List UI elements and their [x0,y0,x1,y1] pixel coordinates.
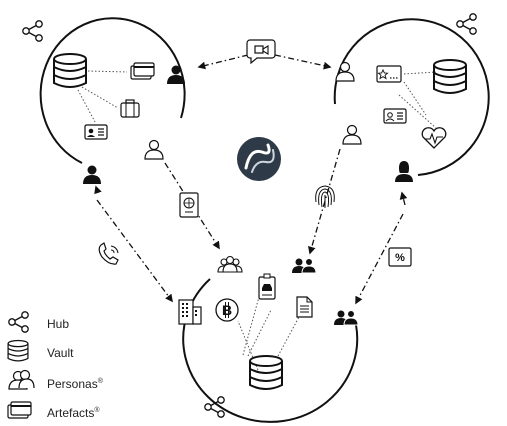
luggage-icon [120,99,140,118]
heart-rate-icon [421,127,447,149]
fingerprint-icon [315,185,335,208]
persona-icon-top-left-b [83,165,101,184]
personas-group-icon-a [291,258,317,274]
telephone-icon [98,242,119,265]
persona-female-icon [395,161,413,182]
vault-icon-top-right [433,59,467,94]
legend-vault-text: Vault [47,346,74,360]
legend-artefacts-text: Artefacts [47,406,95,420]
legend-artefacts-icon [7,401,32,419]
star-card-icon [376,65,402,83]
personas-group-icon-b [333,310,359,326]
hub-icon-top-left [22,20,43,42]
document-icon [296,296,313,318]
percent-card-icon: % [388,247,412,267]
vault-icon-bottom [249,355,283,390]
legend-hub-text: Hub [47,317,70,331]
legend-personas-text: Personas [47,377,98,391]
legend-personas-mark: ® [97,378,103,385]
legend-artefacts-mark: ® [94,407,100,414]
office-building-icon [178,299,202,325]
bitcoin-icon: B [215,298,239,322]
taxi-badge-icon [258,273,276,300]
bottom-ring [182,278,359,423]
top-right-ring [333,18,490,176]
legend-vault-label: Vault [47,346,73,360]
legend-personas-icon [8,369,35,390]
legend-hub-label: Hub [47,317,69,331]
persona-outline-icon-top-left [144,139,164,160]
id-card-icon-top-right [383,108,407,124]
legend-hub-icon [8,311,29,333]
id-card-icon-top-left [84,124,108,140]
brand-logo [237,137,281,181]
bitcoin-symbol: B [222,302,232,318]
legend-personas-label: Personas® [47,375,103,391]
credit-card-icon [130,62,155,80]
percent-symbol: % [395,252,405,264]
legend-vault-icon [7,339,29,362]
video-call-icon [246,39,276,65]
vault-icon-top-left [53,53,87,88]
legend-artefacts-label: Artefacts® [47,404,100,420]
passport-icon [179,192,199,218]
persona-outline-icon-top-right-b [342,124,362,145]
hub-icon-top-right [456,13,477,35]
legend [7,311,35,419]
personas-group-outline-icon [217,255,243,273]
top-left-ring [39,17,186,164]
